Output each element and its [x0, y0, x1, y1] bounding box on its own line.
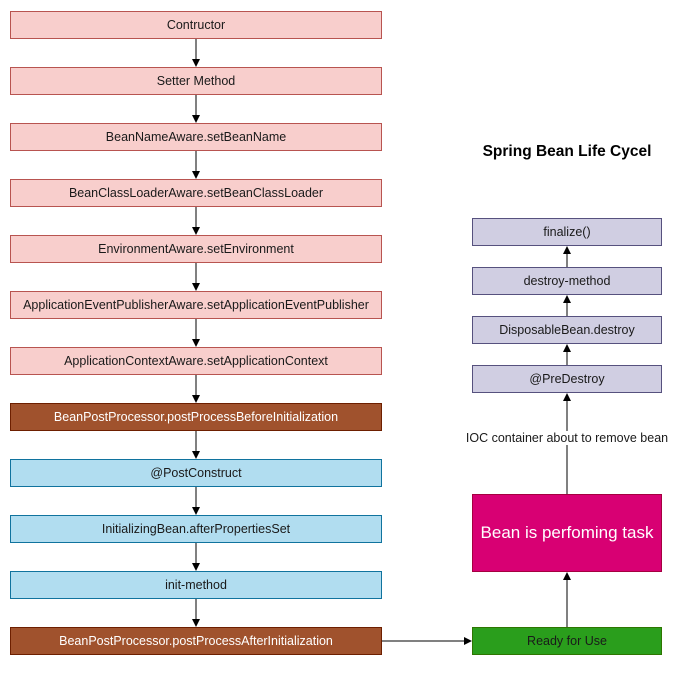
- step-bean-class-loader-aware: BeanClassLoaderAware.setBeanClassLoader: [10, 179, 382, 207]
- diagram-title: Spring Bean Life Cycel: [482, 143, 652, 160]
- step-post-process-after-initialization: BeanPostProcessor.postProcessAfterInitia…: [10, 627, 382, 655]
- remove-bean-label: IOC container about to remove bean: [452, 431, 677, 445]
- step-post-process-before-initialization: BeanPostProcessor.postProcessBeforeIniti…: [10, 403, 382, 431]
- step-pre-destroy: @PreDestroy: [472, 365, 662, 393]
- ready-for-use: Ready for Use: [472, 627, 662, 655]
- step-init-method: init-method: [10, 571, 382, 599]
- step-environment-aware: EnvironmentAware.setEnvironment: [10, 235, 382, 263]
- step-constructor: Contructor: [10, 11, 382, 39]
- step-post-construct: @PostConstruct: [10, 459, 382, 487]
- bean-performing-task: Bean is perfoming task: [472, 494, 662, 572]
- step-destroy-method: destroy-method: [472, 267, 662, 295]
- step-bean-name-aware: BeanNameAware.setBeanName: [10, 123, 382, 151]
- step-setter-method: Setter Method: [10, 67, 382, 95]
- step-finalize: finalize(): [472, 218, 662, 246]
- step-after-properties-set: InitializingBean.afterPropertiesSet: [10, 515, 382, 543]
- step-application-event-publisher-aware: ApplicationEventPublisherAware.setApplic…: [10, 291, 382, 319]
- step-disposable-bean-destroy: DisposableBean.destroy: [472, 316, 662, 344]
- step-application-context-aware: ApplicationContextAware.setApplicationCo…: [10, 347, 382, 375]
